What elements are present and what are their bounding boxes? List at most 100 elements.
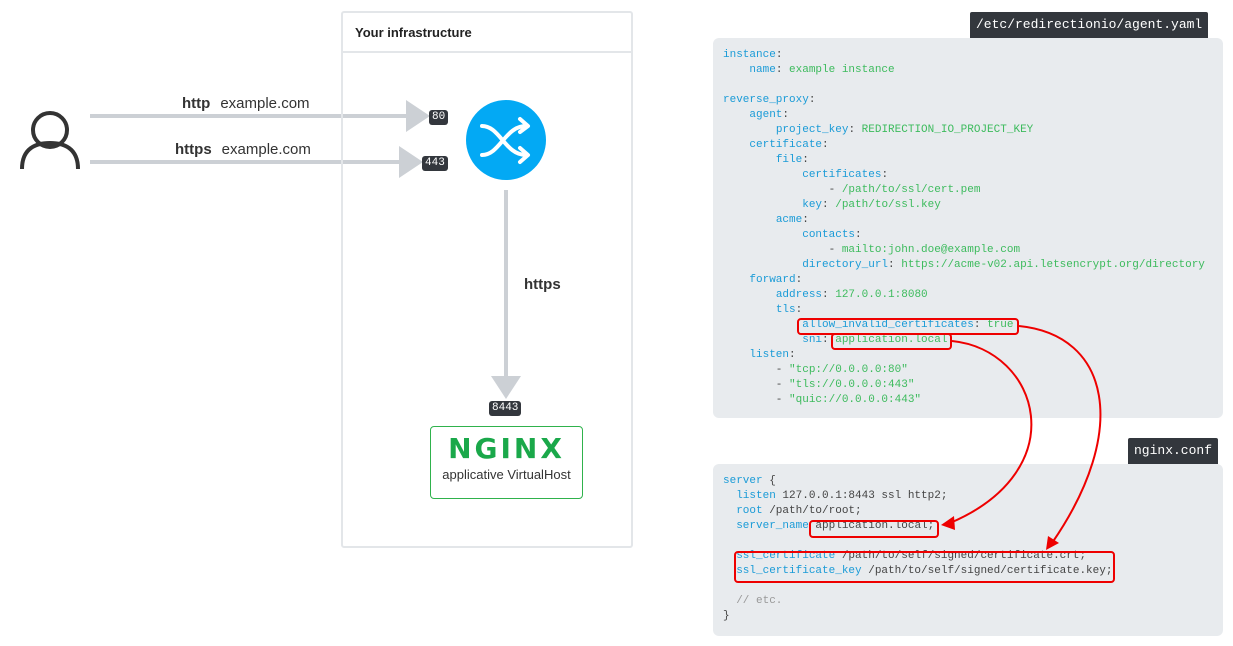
code-token: server_name [736,520,809,532]
code-token: project_key [775,124,849,136]
code-token: /path/to/self/signed/certificate.key; [861,565,1113,577]
code-line: ssl_certificate /path/to/self/signed/cer… [723,549,1086,564]
code-line: file: [723,153,809,168]
code-token: - [723,244,842,256]
code-token: certificate [749,139,823,151]
code-token [723,304,776,316]
code-token: ssl_certificate_key [736,565,862,577]
code-token: : [973,319,988,331]
code-token: - [723,364,790,376]
flow-arrows [20,100,546,399]
code-token: /path/to/root; [762,505,862,517]
code-line: - mailto:john.doe@example.com [723,243,1020,258]
code-token: application.local [835,334,948,346]
code-line: reverse_proxy: [723,93,815,108]
host: example.com [221,141,311,158]
code-line: - /path/to/ssl/cert.pem [723,183,981,198]
code-token: root [736,505,763,517]
code-line: certificates: [723,168,888,183]
code-token [723,199,802,211]
code-token: certificates [802,169,882,181]
code-token: sni [802,334,823,346]
highlight-server-name [809,520,939,538]
code-line: instance: [723,48,782,63]
code-token: REDIRECTION_IO_PROJECT_KEY [861,124,1034,136]
code-token: ssl_certificate [736,550,836,562]
code-token: } [723,610,730,622]
code-token: /path/to/ssl/cert.pem [841,184,981,196]
code-token: example instance [789,64,895,76]
code-line: project_key: REDIRECTION_IO_PROJECT_KEY [723,123,1033,138]
code-line: key: /path/to/ssl.key [723,198,941,213]
protocol: https [175,141,212,158]
port-badge-80: 80 [429,110,449,125]
code-token: : [822,139,829,151]
code-token: 127.0.0.1:8080 [835,289,928,301]
code-token: : [782,109,790,121]
port-badge-8443: 8443 [489,401,522,416]
highlight-sni [831,333,952,350]
code-token: reverse_proxy [723,94,809,106]
nginx-logo: NGINX [448,432,565,465]
code-token: : [802,154,809,166]
code-line: agent: [723,108,789,123]
code-token: true [987,319,1014,331]
code-line: address: 127.0.0.1:8080 [723,288,928,303]
code-line: - "quic://0.0.0.0:443" [723,393,921,408]
code-line: allow_invalid_certificates: true [723,318,1013,333]
code-line: server { [723,474,776,489]
infrastructure-title: Your infrastructure [355,25,472,40]
code-token: - [723,184,842,196]
https-arrow [90,146,423,178]
code-token [723,109,749,121]
protocol: http [182,95,211,112]
code-token: : [822,289,836,301]
code-token: mailto:john.doe@example.com [841,244,1021,256]
code-token: : [848,124,862,136]
user-icon [20,111,80,170]
code-token [723,139,749,151]
shuffle-icon [466,100,546,180]
code-token: : [808,94,816,106]
code-token: key [802,199,823,211]
code-token: server [723,475,763,487]
code-line: acme: [723,213,809,228]
code-token: directory_url [802,259,889,271]
code-token: : [795,304,803,316]
forward-arrow [491,190,521,399]
code-line: } [723,609,730,624]
code-line: name: example instance [723,63,895,78]
code-token [723,154,776,166]
code-token [723,520,736,532]
infrastructure-panel: Your infrastructure [341,11,633,548]
code-token: : [795,274,803,286]
nginx-label: applicative VirtualHost [442,467,571,482]
code-token: application.local; [808,520,935,532]
code-line: directory_url: https://acme-v02.api.lets… [723,258,1205,273]
port-badge-443: 443 [422,156,448,171]
code-line: tls: [723,303,802,318]
code-token [723,214,776,226]
code-token [723,289,776,301]
code-token: : [822,334,836,346]
agent-yaml-filename: /etc/redirectionio/agent.yaml [970,12,1209,38]
code-token [723,595,736,607]
code-token: - [723,394,790,406]
host: example.com [220,95,310,112]
code-line: sni: application.local [723,333,947,348]
code-token: listen [736,490,776,502]
code-line: contacts: [723,228,861,243]
code-token: - [723,379,790,391]
code-token [723,319,802,331]
code-line: ssl_certificate_key /path/to/self/signed… [723,564,1112,579]
nginx-virtualhost: NGINX applicative VirtualHost [430,426,583,499]
code-token: listen [749,349,790,361]
https-request-label: https example.com [175,141,311,158]
code-token: /path/to/self/signed/certificate.crt; [835,550,1087,562]
code-token: // etc. [736,595,783,607]
code-token: : [881,169,889,181]
code-token [723,334,802,346]
code-token: : [888,259,902,271]
code-token [723,349,749,361]
code-token [723,274,749,286]
